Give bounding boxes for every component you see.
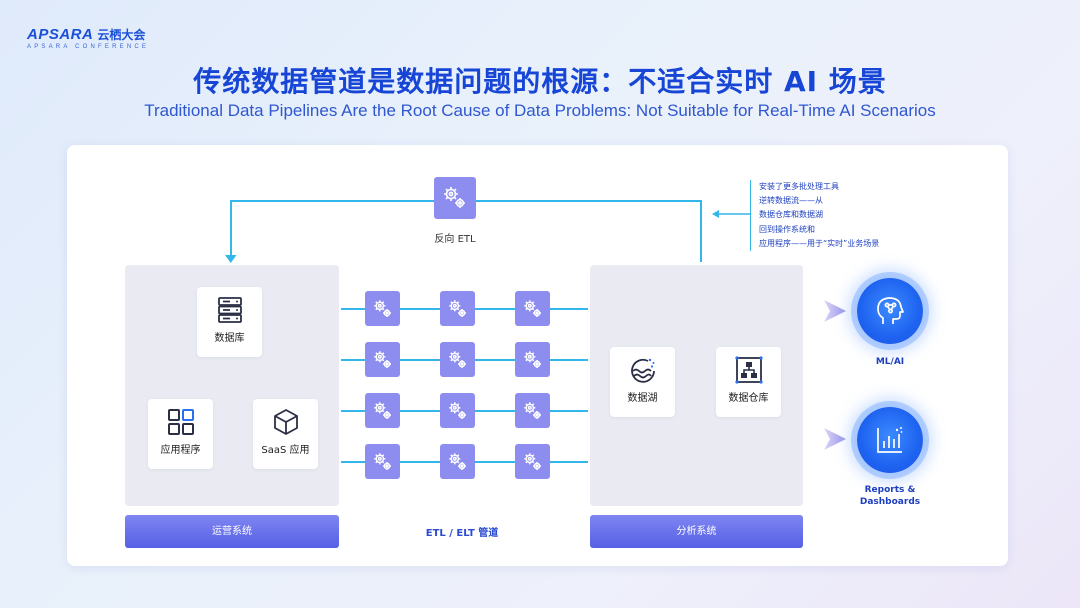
- gear-icon: [449, 351, 466, 368]
- warehouse-hierarchy-icon: [734, 356, 763, 384]
- note-line: 回到操作系统和: [759, 224, 815, 234]
- chevron-right-icon: [824, 428, 846, 450]
- page-title-en: Traditional Data Pipelines Are the Root …: [144, 101, 936, 120]
- pipeline-gear: [365, 342, 400, 377]
- database-card: 数据库: [197, 287, 262, 357]
- data-warehouse-card: 数据仓库: [716, 347, 781, 417]
- cube-icon: [273, 409, 298, 435]
- pipeline-gear: [365, 444, 400, 479]
- note-line: 应用程序——用于“实时”业务场景: [759, 238, 880, 248]
- gear-icon: [449, 300, 466, 317]
- reports-label-line2: Dashboards: [859, 497, 921, 507]
- data-lake-card: 数据湖: [610, 347, 675, 417]
- note-line: 数据仓库和数据湖: [759, 210, 823, 220]
- gear-icon: [374, 402, 391, 419]
- reverse-etl-arrowhead: [225, 255, 237, 263]
- pipeline-gear: [515, 393, 550, 428]
- pipeline-gear: [515, 444, 550, 479]
- gear-icon: [374, 453, 391, 470]
- reports-orb: [857, 407, 923, 473]
- note-line: 安装了更多批处理工具: [759, 182, 839, 191]
- reverse-etl-line-left: [230, 200, 232, 260]
- logo-brand-cn: 云栖大会: [97, 28, 146, 42]
- pipeline-gear: [440, 444, 475, 479]
- gear-icon: [449, 402, 466, 419]
- pipeline-gear: [365, 393, 400, 428]
- note-line: 逆转数据流——从: [759, 196, 823, 206]
- reports-label: Reports & Dashboards: [840, 484, 940, 508]
- reverse-etl-label: 反向 ETL: [434, 234, 476, 245]
- reverse-etl-gear: [434, 177, 476, 219]
- server-icon: [217, 297, 242, 323]
- pipeline-gear: [440, 291, 475, 326]
- pipeline-gear: [440, 393, 475, 428]
- saas-label: SaaS 应用: [261, 445, 310, 456]
- gear-icon: [374, 300, 391, 317]
- gear-icon: [444, 187, 465, 208]
- gear-icon: [524, 351, 541, 368]
- operational-systems-bar: 运营系统: [125, 515, 339, 548]
- reverse-etl-line-right: [700, 200, 702, 262]
- gear-icon: [449, 453, 466, 470]
- page-title-cn: 传统数据管道是数据问题的根源：不适合实时 AI 场景: [193, 65, 887, 98]
- chevron-right-icon: [824, 300, 846, 322]
- note-arrow: [712, 210, 750, 218]
- pipeline-label: ETL / ELT 管道: [425, 528, 499, 539]
- apps-label: 应用程序: [160, 445, 201, 456]
- pipeline-gear: [365, 291, 400, 326]
- reports-label-line1: Reports &: [864, 485, 916, 495]
- saas-card: SaaS 应用: [253, 399, 318, 469]
- pipeline-gear: [515, 291, 550, 326]
- ml-ai-orb: [857, 278, 923, 344]
- reverse-etl-note: 安装了更多批处理工具 逆转数据流——从 数据仓库和数据湖 回到操作系统和 应用程…: [750, 180, 880, 252]
- database-label: 数据库: [214, 333, 245, 344]
- logo-subtitle: APSARA CONFERENCE: [27, 44, 150, 50]
- pipeline-gear: [515, 342, 550, 377]
- gear-icon: [524, 453, 541, 470]
- pipeline-gear: [440, 342, 475, 377]
- analytics-systems-bar: 分析系统: [590, 515, 803, 548]
- gear-icon: [524, 300, 541, 317]
- chart-icon: [877, 427, 903, 453]
- ai-head-icon: [877, 297, 904, 324]
- apps-card: 应用程序: [148, 399, 213, 469]
- gear-icon: [374, 351, 391, 368]
- data-lake-icon: [630, 358, 655, 383]
- ml-ai-label: ML/AI: [875, 357, 905, 367]
- gear-icon: [524, 402, 541, 419]
- apps-grid-icon: [167, 409, 194, 435]
- logo-brand: APSARA: [27, 26, 94, 43]
- data-lake-label: 数据湖: [627, 393, 658, 404]
- data-warehouse-label: 数据仓库: [728, 393, 769, 404]
